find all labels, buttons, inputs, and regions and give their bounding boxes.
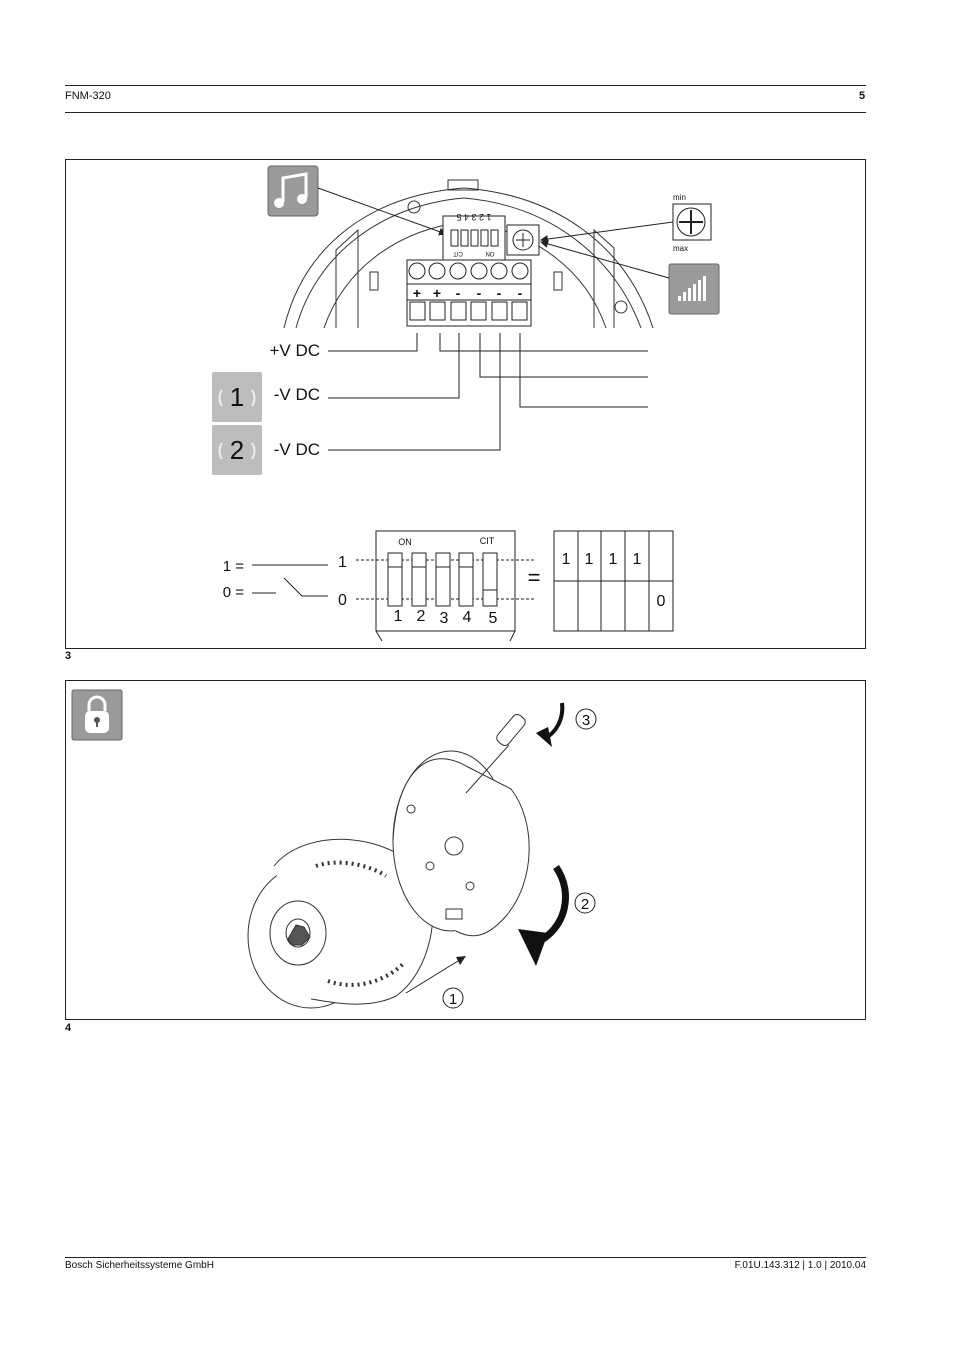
pcb-potentiometer <box>506 224 540 256</box>
step-2-circle <box>574 892 596 914</box>
header-top-rule <box>65 85 866 86</box>
pot-max-label: max <box>673 244 688 253</box>
footer-document-id: F.01U.143.312 | 1.0 | 2010.04 <box>734 1260 866 1271</box>
wire-plus-vdc-label: +V DC <box>269 341 320 360</box>
terminal-2-label: + <box>433 285 441 301</box>
switch-number-1: 1 <box>394 608 403 625</box>
tone-2-badge-icon: 2 <box>212 425 262 475</box>
volume-level-icon <box>668 263 720 315</box>
sounder-body-illustration <box>247 838 434 1009</box>
switch-setting-table <box>553 530 674 632</box>
tone-1-badge-icon: 1 <box>212 372 262 422</box>
step-3-circle <box>575 708 597 730</box>
push-arrow-1-icon <box>405 960 459 994</box>
table-cell-top-1: 1 <box>562 551 571 568</box>
switch-number-4: 4 <box>463 609 472 626</box>
switch-legend-symbols <box>252 564 328 597</box>
switch-cit-label: CIT <box>480 536 495 546</box>
legend-zero-label: 0 = <box>223 584 245 601</box>
figure-4-box: 3 2 1 <box>65 680 866 1020</box>
step-2-number: 2 <box>581 896 589 913</box>
terminal-5-label: - <box>497 285 502 301</box>
terminal-4-label: - <box>477 285 482 301</box>
footer-rule <box>65 1257 866 1258</box>
mounting-base-illustration <box>392 750 530 937</box>
pcb-dip-on-label: ON <box>486 250 495 256</box>
header-page-number: 5 <box>859 90 866 102</box>
wire-minus-vdc-2-label: -V DC <box>274 440 320 459</box>
switch-number-2: 2 <box>417 608 426 625</box>
pcb-dip-switch: 1 2 3 4 5 CIT ON <box>442 212 506 262</box>
music-note-icon <box>267 165 319 217</box>
switch-on-label: ON <box>398 537 412 547</box>
terminal-1-label: + <box>413 285 421 301</box>
wiring-lines <box>328 333 648 451</box>
header-model: FNM-320 <box>65 90 111 102</box>
step-1-circle <box>442 987 464 1009</box>
figure-3-box: 1 2 3 4 5 CIT ON min max <box>65 159 866 649</box>
table-cell-top-2: 1 <box>585 551 594 568</box>
rotate-arrow-3-head <box>536 727 552 747</box>
header-bottom-rule <box>65 112 866 113</box>
equals-sign: = <box>528 565 541 590</box>
terminal-6-label: - <box>518 285 523 301</box>
tone-2-badge-number: 2 <box>230 435 244 465</box>
potentiometer-icon: min max <box>672 193 712 253</box>
table-cell-top-3: 1 <box>609 551 618 568</box>
step-1-number: 1 <box>449 991 457 1008</box>
legend-one-label: 1 = <box>223 558 245 575</box>
table-cell-top-4: 1 <box>633 551 642 568</box>
terminal-3-label: - <box>456 285 461 301</box>
rotate-arrow-2-head <box>518 929 548 966</box>
rotate-arrow-2-icon <box>534 865 570 947</box>
table-cell-bottom-5: 0 <box>657 593 666 610</box>
figure-4-mounting-diagram: 3 2 1 <box>71 689 597 1009</box>
dip-switch-block <box>356 530 536 642</box>
tone-1-badge-number: 1 <box>230 382 244 412</box>
figure-3-wiring-diagram: 1 2 3 4 5 CIT ON min max <box>212 165 720 642</box>
switch-number-5: 5 <box>489 610 498 627</box>
step-3-number: 3 <box>582 712 590 729</box>
switch-row-zero-label: 0 <box>338 592 347 609</box>
footer-company: Bosch Sicherheitssysteme GmbH <box>65 1260 214 1271</box>
push-arrow-1-head <box>456 956 466 965</box>
screwdriver-illustration <box>465 714 526 794</box>
switch-row-one-label: 1 <box>338 554 347 571</box>
figure-4-number: 4 <box>65 1022 72 1034</box>
switch-number-3: 3 <box>440 610 449 627</box>
lock-icon <box>71 689 123 741</box>
pcb-dip-cit-label: CIT <box>453 250 463 256</box>
terminal-block: + + - - - - <box>406 259 532 327</box>
wire-minus-vdc-1-label: -V DC <box>274 385 320 404</box>
pcb-dip-digits: 1 2 3 4 5 <box>456 212 491 222</box>
figure-3-number: 3 <box>65 650 72 662</box>
pot-min-label: min <box>673 193 686 202</box>
